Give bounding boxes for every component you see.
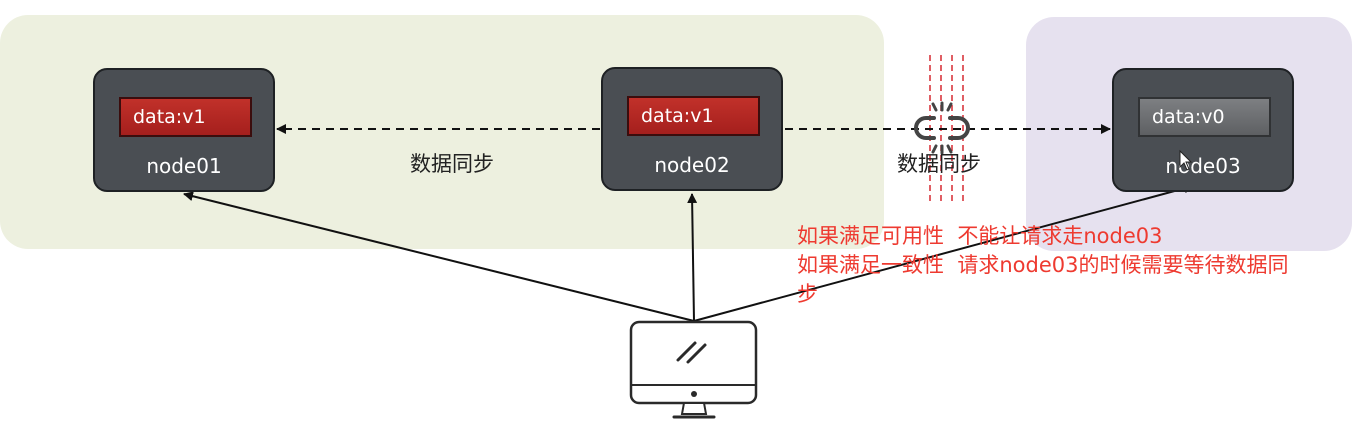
sync-label-right: 数据同步 bbox=[897, 152, 981, 176]
node02-data: data:v1 bbox=[627, 96, 760, 136]
node02-label: node02 bbox=[654, 153, 730, 177]
request-arrow-node03 bbox=[693, 183, 1194, 322]
node-01: data:v1 node01 bbox=[93, 68, 275, 192]
sync-label-left: 数据同步 bbox=[410, 152, 494, 176]
node-02: data:v1 node02 bbox=[601, 67, 783, 191]
node-03: data:v0 node03 bbox=[1112, 68, 1294, 192]
monitor-icon bbox=[629, 320, 758, 419]
annotation-consistency: 如果满足一致性 请求node03的时候需要等待数据同 bbox=[797, 253, 1289, 277]
node01-data: data:v1 bbox=[119, 97, 252, 137]
node03-label: node03 bbox=[1165, 154, 1241, 178]
node01-label: node01 bbox=[146, 154, 222, 178]
node03-data: data:v0 bbox=[1138, 97, 1271, 137]
annotation-text: 如果满足可用性 不能让请求走node03 如果满足一致性 请求node03的时候… bbox=[797, 222, 1362, 309]
request-arrow-node02 bbox=[687, 193, 698, 322]
mouse-cursor-icon bbox=[1179, 149, 1193, 171]
request-arrow-node01 bbox=[183, 191, 695, 322]
annotation-availability: 如果满足可用性 不能让请求走node03 bbox=[797, 224, 1163, 248]
annotation-consistency-cont: 步 bbox=[797, 282, 818, 306]
broken-link-icon bbox=[914, 101, 970, 155]
